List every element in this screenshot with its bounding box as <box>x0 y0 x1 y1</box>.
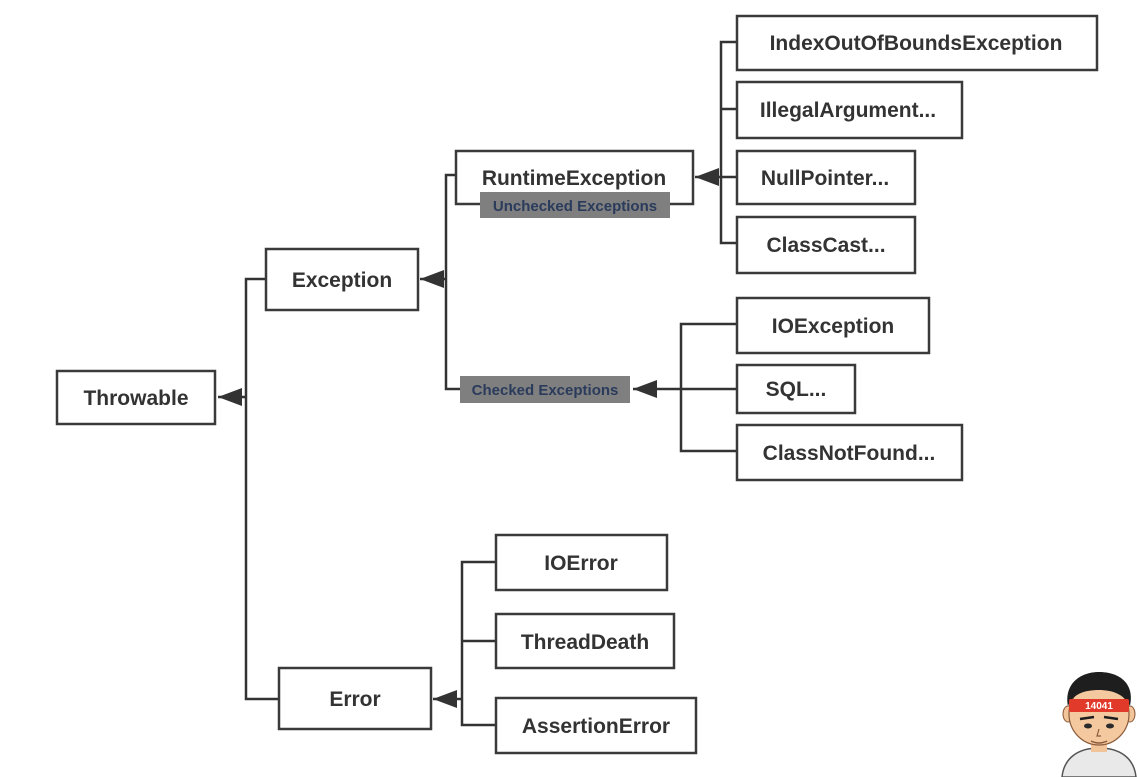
connectors <box>218 40 737 727</box>
arrow-checked <box>633 380 657 398</box>
node-label: Throwable <box>83 387 188 410</box>
node-label: IndexOutOfBoundsException <box>770 32 1063 55</box>
node-label: SQL... <box>766 378 827 401</box>
avatar-badge: 14041 <box>1085 701 1113 712</box>
node-label: RuntimeException <box>482 167 666 190</box>
node-sql: SQL... <box>735 363 857 415</box>
node-assertion-error: AssertionError <box>494 696 698 755</box>
connector-throwable <box>218 277 279 701</box>
avatar-logo: 14041 <box>1061 672 1137 777</box>
node-illegal-argument: IllegalArgument... <box>735 80 964 140</box>
node-label: AssertionError <box>522 715 670 738</box>
node-label: IOException <box>772 315 895 338</box>
node-index-out-of-bounds: IndexOutOfBoundsException <box>735 14 1099 72</box>
node-label: NullPointer... <box>761 167 889 190</box>
arrow-exception <box>420 270 444 288</box>
node-label: Exception <box>292 269 392 292</box>
arrow-error <box>433 690 457 708</box>
node-label: ClassCast... <box>766 234 885 257</box>
node-exception: Exception <box>264 247 420 312</box>
node-class-not-found: ClassNotFound... <box>735 423 964 482</box>
arrow-throwable <box>218 388 242 406</box>
node-io-exception: IOException <box>735 296 931 355</box>
tag-checked-exceptions: Checked Exceptions <box>460 376 630 403</box>
node-label: Error <box>329 688 380 711</box>
node-label: IOError <box>544 552 618 575</box>
node-error: Error <box>277 666 433 731</box>
tag-unchecked-exceptions: Unchecked Exceptions <box>480 192 670 218</box>
node-class-cast: ClassCast... <box>735 215 917 275</box>
node-thread-death: ThreadDeath <box>494 612 676 670</box>
tag-label: Checked Exceptions <box>472 382 619 399</box>
node-label: ClassNotFound... <box>763 442 936 465</box>
node-throwable: Throwable <box>55 369 217 426</box>
arrow-runtime <box>695 168 719 186</box>
node-io-error: IOError <box>494 533 669 592</box>
connector-runtime <box>695 40 737 245</box>
node-label: IllegalArgument... <box>760 99 936 122</box>
tag-label: Unchecked Exceptions <box>493 198 657 215</box>
node-null-pointer: NullPointer... <box>735 149 917 206</box>
node-label: ThreadDeath <box>521 631 649 654</box>
